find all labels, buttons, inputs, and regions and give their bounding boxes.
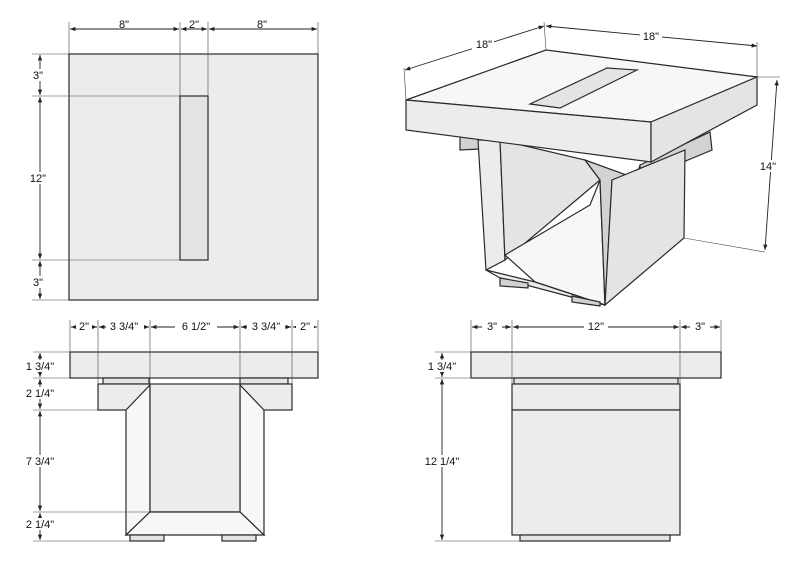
front-left-leg-face bbox=[125, 383, 151, 537]
front-width-label-4: 3 3/4" bbox=[252, 321, 280, 333]
side-tabletop bbox=[470, 351, 722, 379]
side-height-label-1: 1 3/4" bbox=[428, 361, 456, 373]
front-height-label-4: 2 1/4" bbox=[26, 519, 54, 531]
front-base bbox=[124, 511, 266, 536]
top-view-slot bbox=[179, 95, 209, 261]
front-width-label-2: 3 3/4" bbox=[110, 321, 138, 333]
front-height-label-2: 2 1/4" bbox=[26, 388, 54, 400]
top-width-label-3: 8" bbox=[257, 19, 267, 31]
side-width-label-1: 3" bbox=[487, 321, 497, 333]
side-width-label-2: 12" bbox=[588, 321, 604, 333]
front-left-cleat bbox=[102, 377, 150, 385]
iso-view: 18" 18" 14" bbox=[403, 21, 780, 307]
front-width-label-5: 2" bbox=[300, 321, 310, 333]
side-view: 3" 12" 3" 1 3/4" 12 1/4" bbox=[422, 320, 722, 542]
front-width-label-3: 6 1/2" bbox=[182, 321, 210, 333]
front-foot-left bbox=[129, 534, 165, 542]
side-height-label-2: 12 1/4" bbox=[425, 456, 460, 468]
front-right-leg-face bbox=[239, 383, 265, 537]
front-view: 2" 3 3/4" 6 1/2" 3 3/4" 2" 1 3/4" 2 1/4"… bbox=[22, 320, 319, 542]
iso-width-label: 18" bbox=[643, 31, 659, 43]
iso-top-slot bbox=[527, 67, 640, 109]
front-height-label-3: 7 3/4" bbox=[26, 456, 54, 468]
side-body bbox=[511, 409, 681, 536]
front-tabletop bbox=[69, 351, 319, 379]
front-width-label-1: 2" bbox=[79, 321, 89, 333]
top-height-label-2: 12" bbox=[30, 173, 46, 185]
top-view: 8" 2" 8" 3" 12" 3" bbox=[26, 19, 319, 301]
side-foot bbox=[519, 534, 671, 542]
iso-foot-front bbox=[571, 295, 601, 307]
front-height-label-1: 1 3/4" bbox=[26, 361, 54, 373]
side-cleat bbox=[513, 377, 679, 385]
front-inner-panel bbox=[149, 383, 241, 513]
front-foot-right bbox=[221, 534, 257, 542]
iso-depth-label: 18" bbox=[476, 39, 492, 51]
iso-top-side-edge bbox=[650, 76, 758, 164]
top-width-label-2: 2" bbox=[189, 19, 199, 31]
top-height-label-1: 3" bbox=[33, 70, 43, 82]
front-right-cleat bbox=[239, 377, 289, 385]
side-upper-band bbox=[511, 383, 681, 411]
top-width-label-1: 8" bbox=[119, 19, 129, 31]
iso-height-label: 14" bbox=[760, 161, 776, 173]
iso-foot-left bbox=[499, 277, 529, 289]
top-height-label-3: 3" bbox=[33, 277, 43, 289]
side-width-label-3: 3" bbox=[695, 321, 705, 333]
